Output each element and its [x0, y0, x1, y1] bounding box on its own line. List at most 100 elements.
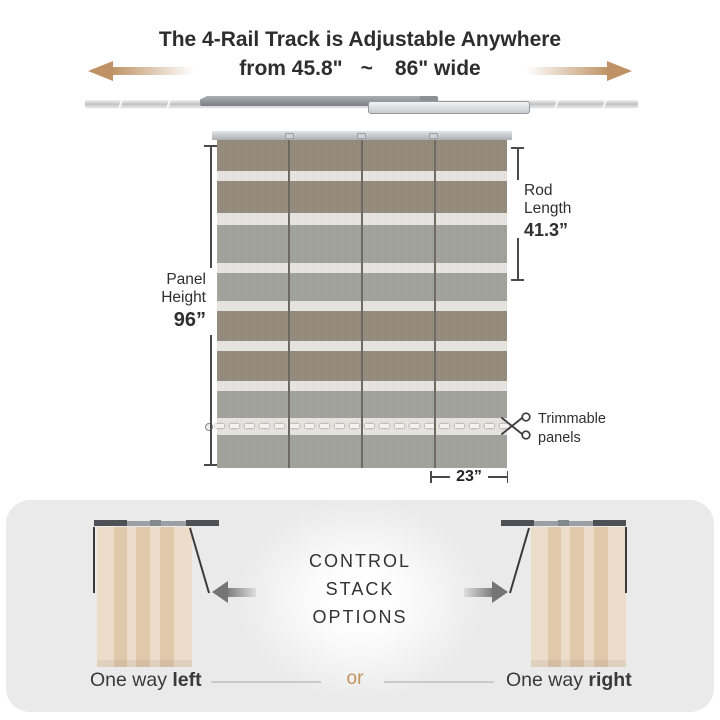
fabric-stripe [436, 435, 507, 468]
measure-tick [430, 471, 432, 483]
expand-right-arrow-icon [526, 61, 632, 81]
fabric-stripe [290, 273, 361, 301]
stack-direction-right-arrow-icon [464, 581, 508, 603]
fabric-stripe [217, 263, 288, 273]
fabric-stripe [217, 273, 288, 301]
diagram-track-segment [593, 520, 626, 526]
fabric-stripe [570, 527, 584, 667]
diagram-wand-line [189, 527, 210, 594]
fabric-stripe [160, 527, 174, 667]
fabric-panel-4 [436, 140, 507, 468]
panel-stack [217, 140, 507, 468]
fabric-stripe [290, 351, 361, 381]
stack-direction-left-arrow-icon [212, 581, 256, 603]
fabric-stripe [290, 171, 361, 181]
fabric-stripe [290, 381, 361, 391]
arrow-head [607, 61, 632, 81]
fabric-stripe [436, 391, 507, 418]
expand-left-arrow-icon [88, 61, 194, 81]
fabric-stripe [217, 341, 288, 351]
fabric-stripe [436, 225, 507, 263]
fabric-stripe [217, 213, 288, 225]
fabric-stripe [217, 171, 288, 181]
fabric-stripe [174, 527, 192, 667]
center-glow [235, 498, 485, 702]
fabric-stripe [290, 311, 361, 341]
fabric-stripe [290, 225, 361, 263]
headline-line1: The 4-Rail Track is Adjustable Anywhere [158, 28, 562, 51]
rod-length-label: Rod Length 41.3” [524, 182, 571, 243]
fabric-stripe [217, 391, 288, 418]
arrow-head [492, 581, 508, 603]
fabric-stripe [114, 527, 127, 667]
fabric-stripe [436, 140, 507, 171]
arrow-tail [111, 67, 194, 75]
panel-height-value: 96” [173, 309, 206, 331]
control-stack-title: CONTROL STACK OPTIONS [308, 551, 411, 627]
fabric-stripe [217, 225, 288, 263]
fabric-stripe [363, 381, 434, 391]
diagram-track-segment [186, 520, 219, 526]
panel-clip [357, 133, 366, 139]
diagram-track-segment [150, 520, 161, 526]
range-tilde-text: ~ [360, 57, 373, 80]
fabric-stripe [290, 213, 361, 225]
fabric-stripe [436, 351, 507, 381]
one-way-right-label: One way right [506, 669, 632, 691]
measure-tick [506, 471, 509, 483]
panel-height-label: Panel Height 96” [126, 271, 206, 334]
fabric-stripe [217, 140, 288, 171]
fabric-stripe [97, 527, 114, 667]
fabric-stripe [436, 311, 507, 341]
fabric-stripe [217, 181, 288, 213]
arrow-tail [228, 587, 256, 597]
one-way-left-label: One way left [90, 669, 202, 691]
measure-line [210, 335, 212, 465]
range-from-text: from 45.8" [239, 57, 343, 80]
arrow-tail [526, 67, 609, 75]
fabric-stripe [436, 341, 507, 351]
fabric-stripe [436, 381, 507, 391]
fabric-stripe [363, 263, 434, 273]
fabric-stripe [548, 527, 561, 667]
fabric-panel-1 [217, 140, 288, 468]
fabric-stripe [290, 341, 361, 351]
fabric-stripe [217, 351, 288, 381]
fabric-stripe [436, 263, 507, 273]
fabric-stripe [584, 527, 594, 667]
fabric-stripe [561, 527, 570, 667]
track-rail-inner-section [200, 96, 432, 106]
stacked-panels-right [531, 527, 626, 667]
fabric-panel-2 [290, 140, 361, 468]
fabric-stripe [363, 181, 434, 213]
fabric-stripe [217, 301, 288, 311]
rod-length-value: 41.3” [524, 220, 569, 240]
fabric-stripe [436, 273, 507, 301]
diagram-wand-line [509, 527, 530, 594]
fabric-stripe [136, 527, 150, 667]
measure-line [431, 476, 451, 478]
fabric-stripe [290, 140, 361, 171]
fabric-stripe [363, 341, 434, 351]
trimmable-panels-label: Trimmable panels [538, 411, 606, 446]
diagram-track-segment [94, 520, 127, 526]
arrow-head [88, 61, 113, 81]
fabric-stripe [436, 181, 507, 213]
measure-tick [511, 279, 524, 281]
fabric-stripe [436, 301, 507, 311]
fabric-stripe [436, 171, 507, 181]
track-rail-outer-section [368, 101, 530, 114]
fabric-stripe [531, 527, 548, 667]
divider-line [384, 681, 494, 683]
fabric-stripe [127, 527, 136, 667]
fabric-stripe [436, 213, 507, 225]
stacked-panels-left [97, 527, 192, 667]
panel-clip [429, 133, 438, 139]
arrow-tail [464, 587, 492, 597]
fabric-stripe [150, 527, 160, 667]
diagram-edge-line [625, 527, 627, 593]
diagram-edge-line [93, 527, 95, 593]
fabric-stripe [608, 527, 626, 667]
measure-tick [204, 464, 217, 466]
